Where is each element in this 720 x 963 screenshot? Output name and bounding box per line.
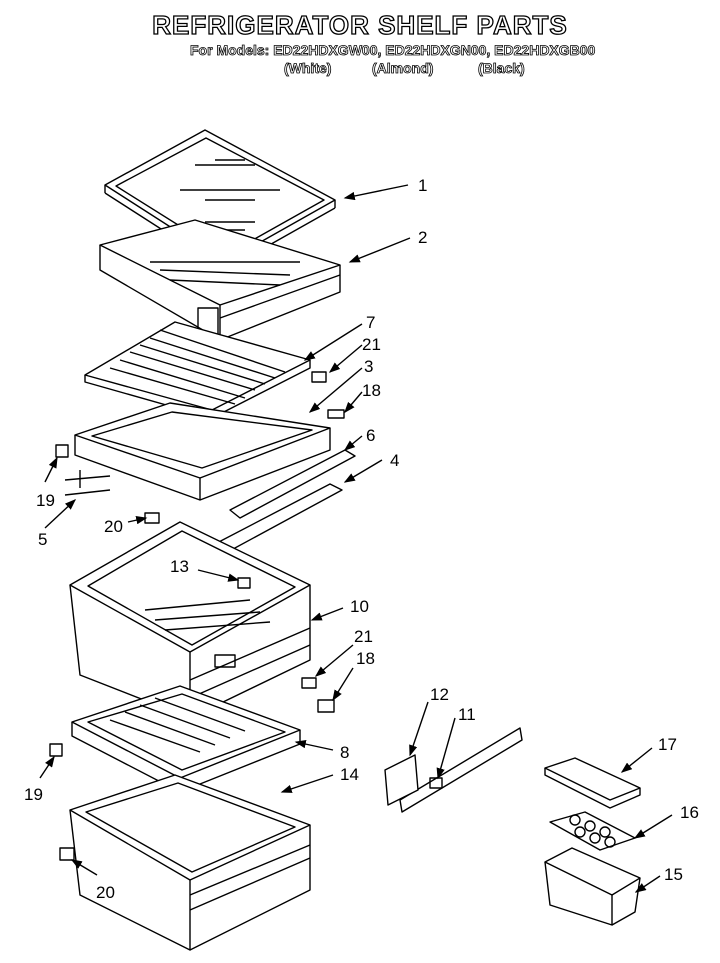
callout-20-upper: 20: [104, 517, 123, 536]
callout-19-upper: 19: [36, 491, 55, 510]
callout-13: 13: [170, 557, 189, 576]
crisper-cover-glass-part: [84, 321, 311, 419]
crisper-cover-frame-part: [64, 402, 331, 501]
variant-white: (White): [284, 60, 332, 77]
callout-17: 17: [658, 735, 677, 754]
rail-part-6: [229, 449, 356, 519]
models-line: For Models: ED22HDXGW00, ED22HDXGN00, ED…: [190, 42, 596, 59]
callout-15: 15: [664, 865, 683, 884]
lower-shelf-frame-part: [71, 685, 301, 793]
callout-12: 12: [430, 685, 449, 704]
callout-21-upper: 21: [362, 335, 381, 354]
callout-18-upper: 18: [362, 381, 381, 400]
leader-lines: [39, 184, 673, 893]
callout-10: 10: [350, 597, 369, 616]
diagram-title: REFRIGERATOR SHELF PARTS: [152, 9, 568, 40]
callout-18-lower: 18: [356, 649, 375, 668]
callout-16: 16: [680, 803, 699, 822]
callout-20-lower: 20: [96, 883, 115, 902]
bracket-part: [384, 727, 523, 813]
egg-bin-cover-part: [544, 757, 641, 809]
callout-4: 4: [390, 451, 399, 470]
callout-6: 6: [366, 426, 375, 445]
variant-black: (Black): [478, 60, 525, 77]
variant-almond: (Almond): [372, 60, 434, 77]
egg-tray-part: [549, 811, 636, 851]
callout-11: 11: [458, 705, 476, 724]
upper-crisper-drawer-part: [69, 521, 311, 719]
callout-2: 2: [418, 228, 427, 247]
egg-bin-part: [544, 847, 641, 926]
callout-5: 5: [38, 530, 47, 549]
snack-pan-part: [99, 219, 341, 341]
callout-7: 7: [366, 313, 375, 332]
callout-labels: 1 2 7 21 3 18 6 4 19 5 20 13 10 21 18 12…: [24, 176, 699, 902]
callout-1: 1: [418, 176, 427, 195]
callout-21-lower: 21: [354, 627, 373, 646]
lower-crisper-drawer-part: [69, 774, 311, 951]
callout-3: 3: [364, 357, 373, 376]
callout-8: 8: [340, 743, 349, 762]
callout-19-lower: 19: [24, 785, 43, 804]
callout-14: 14: [340, 765, 359, 784]
